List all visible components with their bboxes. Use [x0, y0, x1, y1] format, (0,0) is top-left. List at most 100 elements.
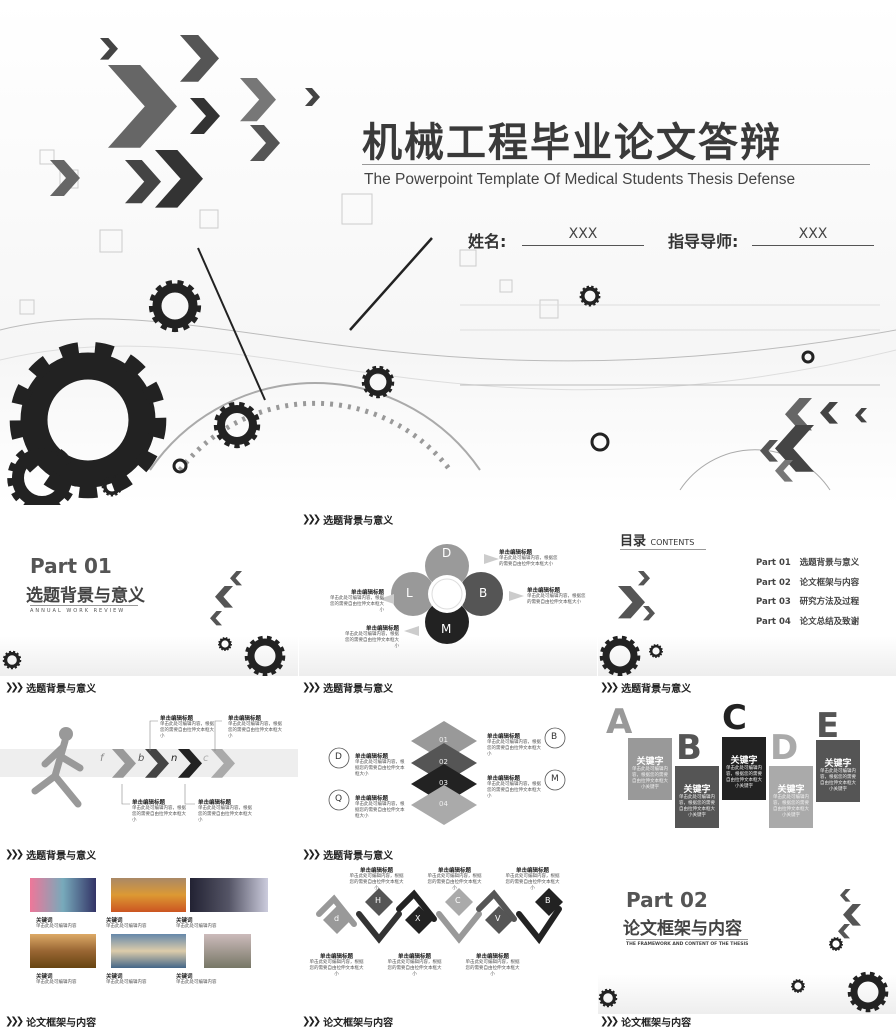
slide-label: ❯❯❯论文框架与内容 [5, 1014, 96, 1029]
slide-thumb-photos[interactable]: 关键词单击此处可编辑内容 关键词单击此处可编辑内容 关键词单击此处可编辑内容 关… [0, 864, 298, 1014]
diamond-flow [316, 888, 563, 945]
keyword-card[interactable]: 关键字单击此处可编辑内容，根据您的需要自由拉伸文本框大小关键字 [769, 766, 813, 828]
slide-thumb-runner[interactable]: f b n c 单击编辑标题单击此处可编辑内容，根据您的需要自由拉伸文本框大小 … [0, 696, 298, 846]
item-text: 单击此处可编辑内容，根据您的需要自由拉伸文本框大小 [198, 806, 252, 823]
slide-label-text: 论文框架与内容 [26, 1018, 97, 1029]
caption-title: 关键词 [36, 974, 53, 980]
slide-thumb-contents[interactable]: 目录 CONTENTS Part 01 选题背景与意义 Part 02 论文框架… [598, 526, 896, 676]
item-title: 单击编辑标题 [499, 550, 533, 556]
flow-text: 单击编辑标题单击此处可编辑内容，根据您的需要自由拉伸文本框大小 [505, 866, 560, 892]
step-letter: c [203, 753, 209, 764]
item-text: 单击此处可编辑内容，根据您的需要自由拉伸文本框大小 [309, 960, 364, 977]
item-title: 单击编辑标题 [355, 796, 389, 802]
step-text: 单击编辑标题单击此处可编辑内容，根据您的需要自由拉伸文本框大小 [228, 714, 283, 740]
photo-caption: 关键词单击此处可编辑内容 [36, 916, 77, 930]
petal-text-block: 单击编辑标题单击此处可编辑内容，根据您的需要自由拉伸文本框大小 [499, 548, 559, 568]
slide-label-text: 选题背景与意义 [323, 684, 394, 695]
contents-item[interactable]: Part 01 选题背景与意义 [756, 554, 859, 574]
slide-label: ❯❯❯选题背景与意义 [302, 512, 393, 527]
slide-thumb-part01[interactable]: Part 01 选题背景与意义 ANNUAL WORK REVIEW [0, 526, 298, 676]
part-number: Part 02 [626, 888, 708, 912]
keyword: 关键字 [777, 785, 805, 795]
slide-thumb-part02[interactable]: Part 02 论文框架与内容 THE FRAMEWORK AND CONTEN… [598, 864, 896, 1014]
item-title: 单击编辑标题 [132, 800, 166, 806]
name-field[interactable]: XXX [522, 226, 644, 246]
contents-label: 论文总结及致谢 [799, 616, 860, 627]
layer-number: 04 [439, 800, 448, 808]
contents-item[interactable]: Part 04 论文总结及致谢 [756, 613, 859, 633]
keyword-text: 单击此处可编辑内容，根据您的需要自由拉伸文本框大小关键字 [726, 766, 762, 789]
slide-label: ❯❯❯选题背景与意义 [5, 680, 96, 695]
circle-letter: Q [335, 794, 343, 804]
item-text: 单击此处可编辑内容，根据您的需要自由拉伸文本框大小 [487, 740, 541, 757]
part-title: 选题背景与意义 [26, 586, 145, 606]
item-title: 单击编辑标题 [228, 716, 262, 722]
diamond-letter: d [334, 914, 340, 923]
chevrons-icon: ❯❯❯ [600, 682, 619, 693]
slide-thumb-stack[interactable]: 01 02 03 04 D Q B M 单击编辑标题单击此处可编辑内容，根据您的… [299, 696, 597, 846]
part-subtitle: THE FRAMEWORK AND CONTENT OF THE THESIS [626, 939, 749, 947]
contents-item[interactable]: Part 03 研究方法及过程 [756, 593, 859, 613]
petal-text-block: 单击编辑标题单击此处可编辑内容，根据您的需要自由拉伸文本框大小 [527, 586, 587, 606]
contents-item[interactable]: Part 02 论文框架与内容 [756, 574, 859, 594]
item-text: 单击此处可编辑内容，根据您的需要自由拉伸文本框大小 [499, 556, 558, 567]
circle-letter: D [335, 752, 342, 762]
petal-letter: M [441, 622, 452, 636]
caption-text: 单击此处可编辑内容 [106, 924, 147, 929]
photo [111, 878, 186, 912]
item-title: 单击编辑标题 [487, 776, 521, 782]
slide-thumb-petals[interactable]: D B M L 单击编辑标题单击此处可编辑内容，根据您的需要自由拉伸文本框大小 … [299, 526, 597, 676]
advisor-field[interactable]: XXX [752, 226, 874, 246]
contents-part: Part 04 [756, 616, 791, 627]
contents-title-en: CONTENTS [650, 538, 695, 547]
big-letter: E [816, 706, 840, 746]
title-slide[interactable]: 机械工程毕业论文答辩 The Powerpoint Template Of Me… [0, 0, 896, 505]
keyword-card[interactable]: 关键字单击此处可编辑内容，根据您的需要自由拉伸文本框大小关键字 [816, 740, 860, 802]
circle-letter: M [551, 774, 559, 784]
slide-thumb-abcde[interactable]: A B C D E 关键字单击此处可编辑内容，根据您的需要自由拉伸文本框大小关键… [598, 700, 896, 850]
ground-decoration [598, 974, 896, 1014]
item-title: 单击编辑标题 [475, 954, 509, 960]
petal-letter: B [479, 586, 488, 600]
petal-letter: D [442, 546, 452, 560]
runner-diagram [31, 720, 235, 808]
item-title: 单击编辑标题 [397, 954, 431, 960]
diamond-letter: B [545, 896, 551, 905]
item-text: 单击此处可编辑内容，根据您的需要自由拉伸文本框大小 [487, 782, 541, 799]
item-text: 单击此处可编辑内容，根据您的需要自由拉伸文本框大小 [427, 874, 482, 891]
keyword-card[interactable]: 关键字单击此处可编辑内容，根据您的需要自由拉伸文本框大小关键字 [722, 737, 766, 800]
part-number: Part 01 [30, 554, 112, 578]
big-letter: C [722, 700, 747, 738]
slide-label: ❯❯❯选题背景与意义 [5, 847, 96, 862]
presentation-subtitle: The Powerpoint Template Of Medical Stude… [364, 171, 796, 188]
contents-label: 研究方法及过程 [799, 597, 860, 607]
slide-thumb-diamonds[interactable]: d H X C V B 单击编辑标题单击此处可编辑内容，根据您的需要自由拉伸文本… [299, 864, 597, 1014]
slide-label-text: 论文框架与内容 [323, 1018, 394, 1029]
item-text: 单击此处可编辑内容，根据您的需要自由拉伸文本框大小 [387, 960, 442, 977]
caption-text: 单击此处可编辑内容 [36, 924, 77, 929]
item-title: 单击编辑标题 [319, 954, 353, 960]
item-text: 单击此处可编辑内容，根据您的需要自由拉伸文本框大小 [527, 594, 586, 605]
photo [190, 878, 268, 912]
step-text: 单击编辑标题单击此处可编辑内容，根据您的需要自由拉伸文本框大小 [160, 714, 215, 740]
step-text: 单击编辑标题单击此处可编辑内容，根据您的需要自由拉伸文本框大小 [198, 798, 253, 824]
chevrons-icon: ❯❯❯ [302, 682, 321, 693]
chevrons-icon: ❯❯❯ [600, 1016, 619, 1027]
layer-text: 单击编辑标题单击此处可编辑内容，根据您的需要自由拉伸文本框大小 [355, 794, 407, 820]
layer-number: 01 [439, 736, 448, 744]
caption-title: 关键词 [36, 918, 53, 924]
diamond-letter: C [455, 896, 461, 905]
diamond-letter: V [495, 914, 501, 923]
caption-title: 关键词 [176, 974, 193, 980]
keyword-card[interactable]: 关键字单击此处可编辑内容，根据您的需要自由拉伸文本框大小关键字 [675, 766, 719, 828]
keyword-card[interactable]: 关键字单击此处可编辑内容，根据您的需要自由拉伸文本框大小关键字 [628, 738, 672, 800]
contents-part: Part 01 [756, 558, 791, 568]
slide-label-text: 选题背景与意义 [323, 851, 394, 862]
contents-label: 选题背景与意义 [799, 558, 860, 568]
item-title: 单击编辑标题 [160, 716, 194, 722]
chevrons-icon: ❯❯❯ [302, 1016, 321, 1027]
photo-caption: 关键词单击此处可编辑内容 [176, 972, 217, 986]
step-letter: b [138, 753, 145, 764]
photo-caption: 关键词单击此处可编辑内容 [106, 916, 147, 930]
layer-number: 03 [439, 779, 448, 787]
